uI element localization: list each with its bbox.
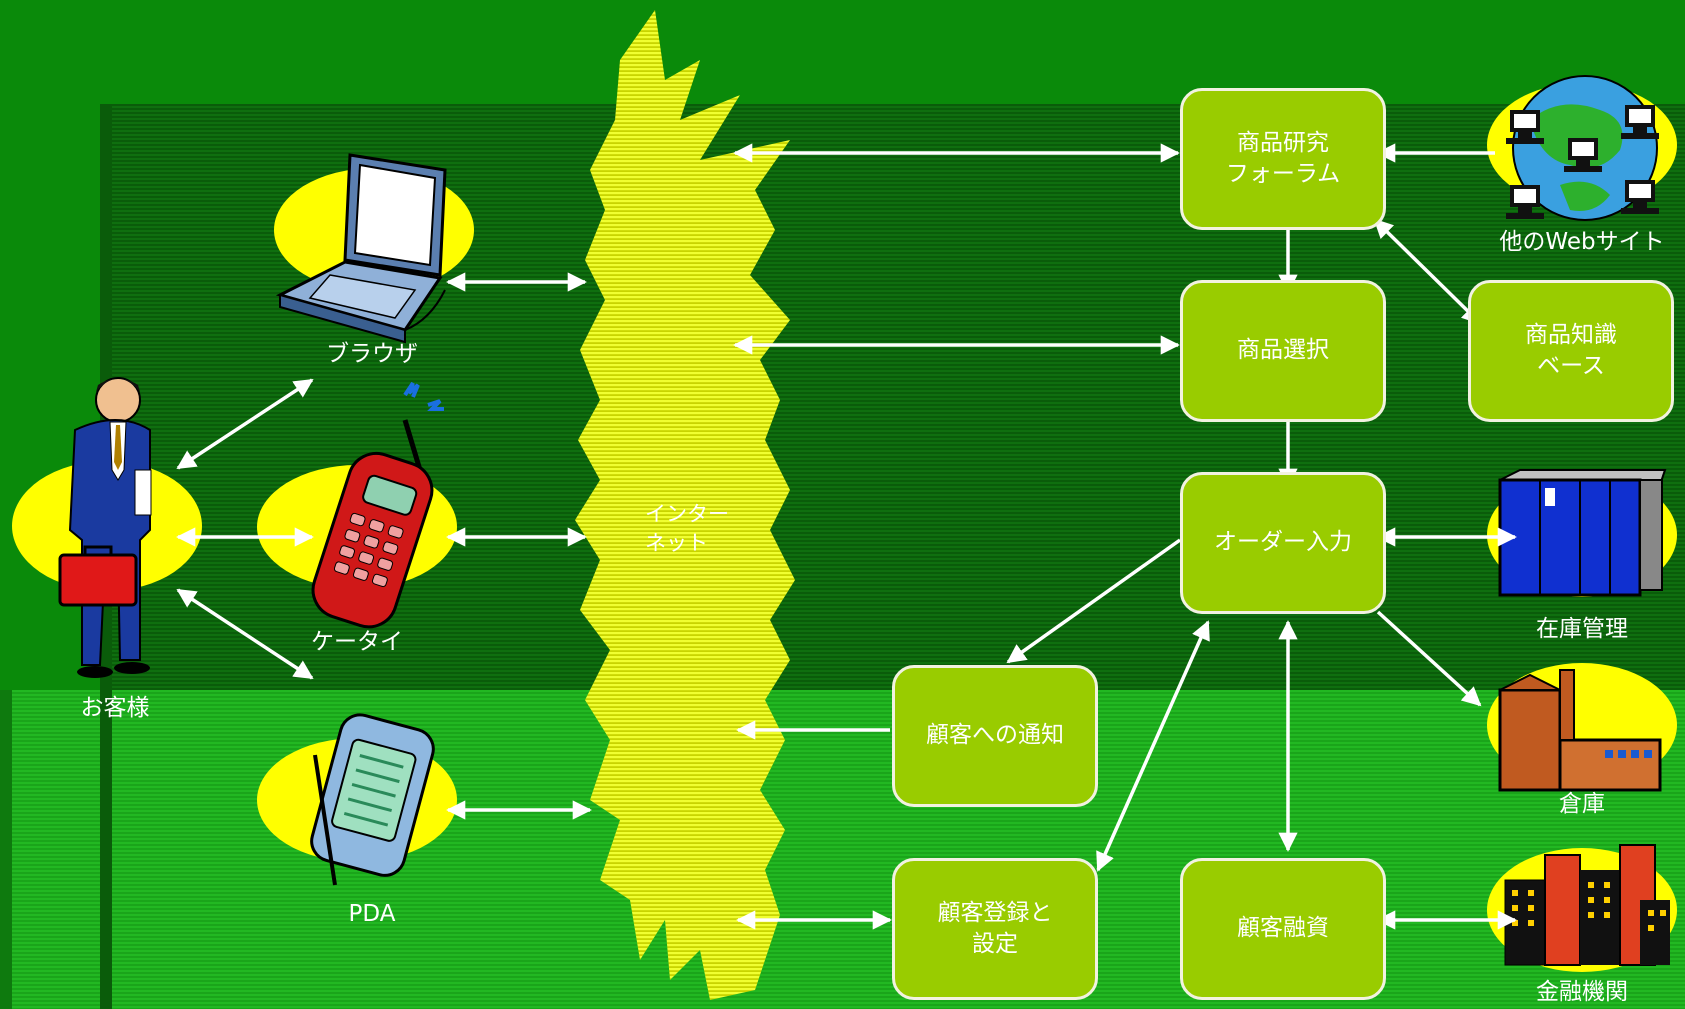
cellphone-icon <box>311 381 444 629</box>
inventory-label: 在庫管理 <box>1536 616 1628 642</box>
factory-icon <box>1498 669 1662 792</box>
finance-label: 顧客融資 <box>1237 915 1329 942</box>
knowledge-box: 商品知識 ベース <box>1468 280 1674 422</box>
pda-label: PDA <box>348 901 396 927</box>
selection-box: 商品選択 <box>1180 280 1386 422</box>
warehouse-label: 倉庫 <box>1559 791 1605 817</box>
notify-box: 顧客への通知 <box>892 665 1098 807</box>
knowledge-label: 商品知識 ベース <box>1525 321 1617 379</box>
customer-label: お客様 <box>80 695 150 721</box>
register-box: 顧客登録と 設定 <box>892 858 1098 1000</box>
band-left-edge-2 <box>0 690 12 1009</box>
mainframe-icon <box>1498 469 1667 597</box>
businessman-icon <box>58 377 152 678</box>
bank-label: 金融機関 <box>1536 979 1628 1005</box>
mobile-label: ケータイ <box>311 629 403 655</box>
browser-label: ブラウザ <box>326 341 418 367</box>
forum-label: 商品研究 フォーラム <box>1225 129 1341 187</box>
arrow-knowledge-forum <box>1373 218 1482 325</box>
selection-label: 商品選択 <box>1237 337 1329 364</box>
internet-cloud <box>575 10 795 1000</box>
pda-icon <box>310 713 435 886</box>
finance-box: 顧客融資 <box>1180 858 1386 1000</box>
order-label: オーダー入力 <box>1214 529 1352 556</box>
arrow-order-warehouse <box>1376 610 1482 707</box>
arrow-order-notify <box>1006 538 1182 664</box>
city-buildings-icon <box>1504 844 1670 966</box>
forum-box: 商品研究 フォーラム <box>1180 88 1386 230</box>
arrow-customer-pda <box>176 588 314 680</box>
globe-network-icon <box>1506 75 1659 221</box>
internet-label: インター ネット <box>645 502 729 556</box>
arrow-customer-browser <box>176 378 314 470</box>
register-label: 顧客登録と 設定 <box>937 899 1053 957</box>
websites-label: 他のWebサイト <box>1499 229 1665 255</box>
arrow-register-order <box>1096 620 1210 872</box>
band-bottom <box>0 690 1685 1009</box>
order-box: オーダー入力 <box>1180 472 1386 614</box>
notify-label: 顧客への通知 <box>926 722 1064 749</box>
laptop-icon <box>275 153 447 344</box>
